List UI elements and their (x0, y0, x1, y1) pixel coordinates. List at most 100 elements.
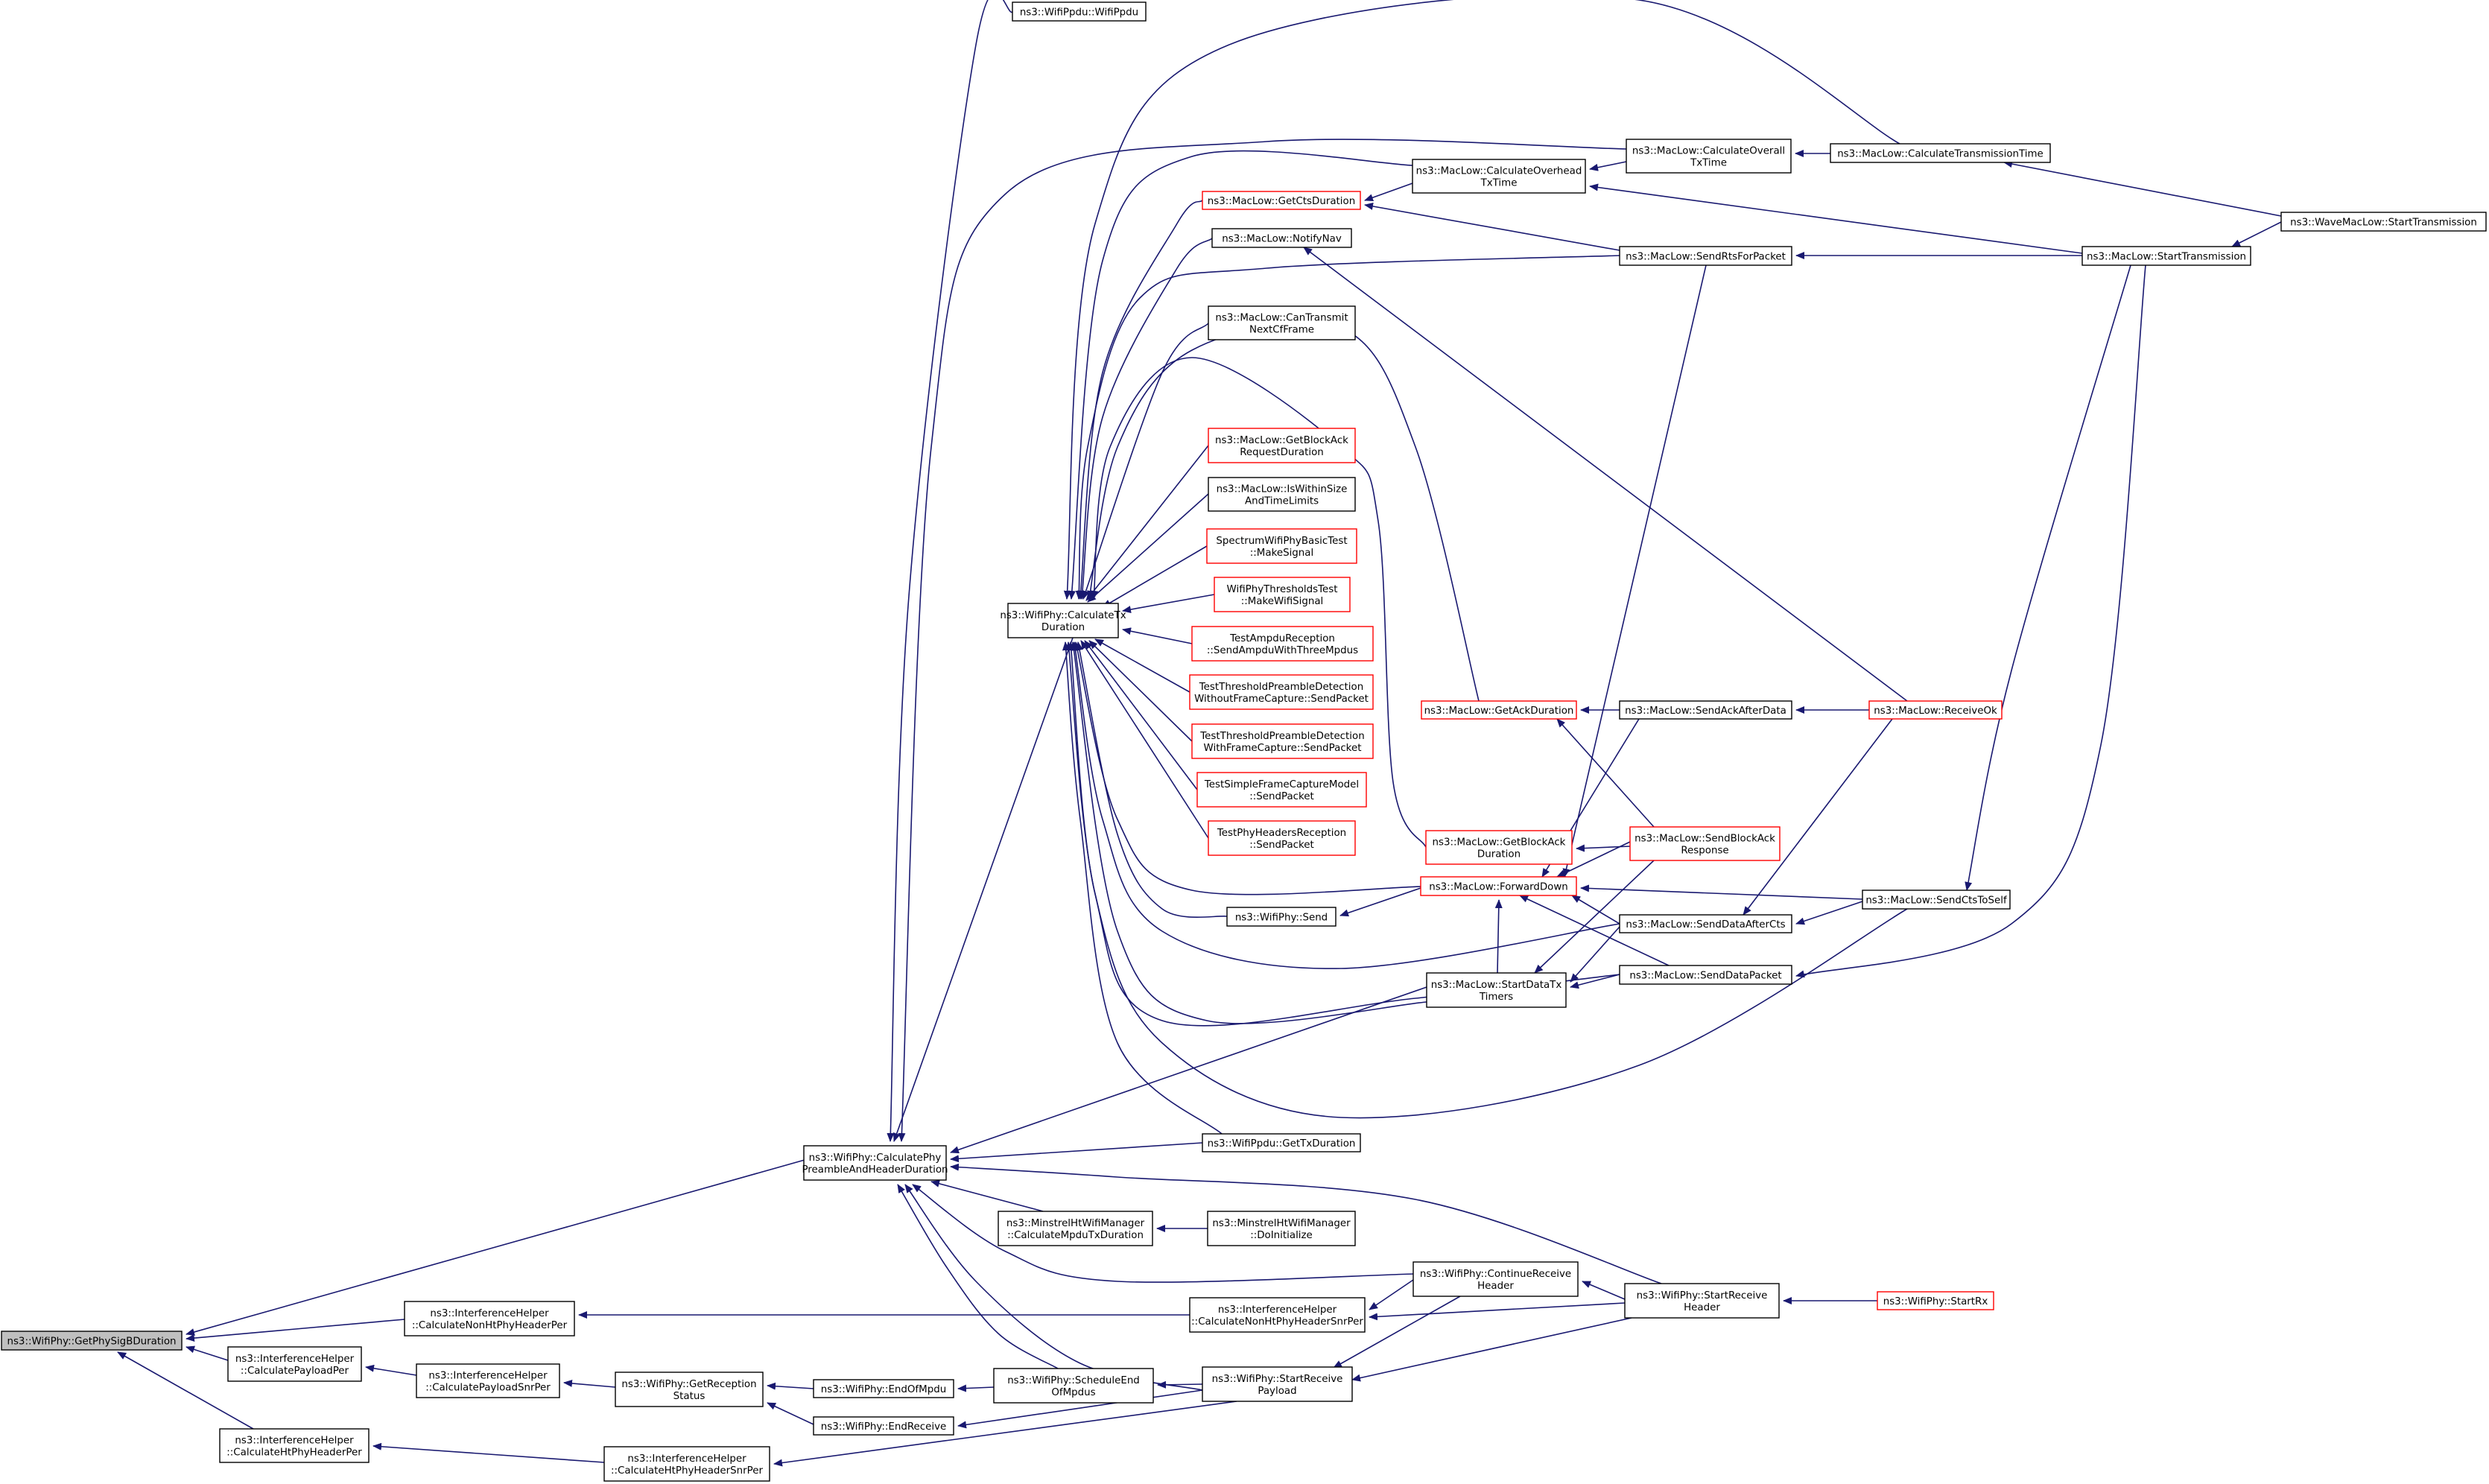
function-node[interactable]: ns3::InterferenceHelper::CalculateNonHtP… (1189, 1297, 1366, 1333)
node-label: ns3::WifiPhy::ScheduleEnd (1007, 1375, 1140, 1386)
call-edge (2003, 160, 2282, 217)
call-edge (1062, 641, 1223, 1135)
function-node[interactable]: ns3::WifiPpdu::GetTxDuration (1202, 1133, 1361, 1152)
function-node[interactable]: TestThresholdPreambleDetectionWithFrameC… (1191, 723, 1374, 759)
call-edge (1580, 884, 1863, 900)
node-box (1214, 577, 1351, 612)
function-node[interactable]: ns3::InterferenceHelper::CalculatePayloa… (416, 1363, 560, 1398)
function-node[interactable]: ns3::MacLow::NotifyNav (1211, 228, 1352, 248)
function-node[interactable]: ns3::MacLow::GetCtsDuration (1202, 191, 1361, 210)
root-function-node[interactable]: ns3::WifiPhy::GetPhySigBDuration (1, 1331, 183, 1351)
call-edge (1087, 493, 1209, 603)
function-node[interactable]: ns3::InterferenceHelper::CalculatePayloa… (227, 1346, 362, 1382)
node-label: ::MakeSignal (1250, 548, 1313, 559)
function-node[interactable]: ns3::MacLow::GetAckDuration (1421, 700, 1577, 720)
node-label: ::CalculateMpduTxDuration (1007, 1230, 1144, 1241)
node-label: ns3::MacLow::SendBlockAck (1635, 834, 1775, 845)
node-label: ns3::InterferenceHelper (430, 1308, 549, 1319)
function-node[interactable]: TestThresholdPreambleDetectionWithoutFra… (1189, 674, 1374, 710)
call-edge (1102, 545, 1208, 608)
function-node[interactable]: ns3::InterferenceHelper::CalculateHtPhyH… (219, 1428, 370, 1463)
call-edge (930, 1180, 1044, 1212)
node-label: ns3::MacLow::GetCtsDuration (1208, 196, 1355, 207)
function-node[interactable]: ns3::WifiPhy::CalculatePhyPreambleAndHea… (802, 1145, 948, 1181)
node-box (1202, 1366, 1353, 1402)
call-edge (186, 1319, 405, 1342)
node-label: TxTime (1480, 178, 1518, 189)
function-node[interactable]: ns3::MinstrelHtWifiManager::CalculateMpd… (998, 1211, 1153, 1246)
function-node[interactable]: ns3::WifiPhy::StartRx (1877, 1291, 1994, 1310)
node-label: ::MakeWifiSignal (1241, 596, 1324, 607)
node-box (1012, 1, 1147, 22)
node-box (1226, 907, 1337, 927)
function-node[interactable]: TestPhyHeadersReception::SendPacket (1208, 820, 1356, 856)
call-edge (1965, 264, 2131, 891)
call-edge (1576, 844, 1631, 852)
function-node[interactable]: ns3::MacLow::ReceiveOk (1868, 700, 2003, 720)
node-box (998, 1211, 1153, 1246)
function-node[interactable]: ns3::WifiPpdu::WifiPpdu (1012, 1, 1147, 22)
function-node[interactable]: ns3::MacLow::SendAckAfterData (1619, 700, 1792, 720)
function-node[interactable]: ns3::InterferenceHelper::CalculateNonHtP… (404, 1301, 575, 1336)
function-node[interactable]: TestAmpduReception::SendAmpduWithThreeMp… (1191, 626, 1374, 662)
call-edge (1571, 895, 1620, 925)
function-node[interactable]: ns3::MacLow::ForwardDown (1420, 876, 1577, 896)
function-node[interactable]: WifiPhyThresholdsTest::MakeWifiSignal (1214, 577, 1351, 612)
node-label: ns3::MacLow::CanTransmit (1215, 313, 1348, 324)
node-label: ns3::WifiPpdu::GetTxDuration (1208, 1138, 1356, 1150)
node-label: ns3::MacLow::CalculateOverhead (1416, 166, 1582, 177)
node-box (1624, 1283, 1780, 1319)
node-box (1629, 826, 1781, 861)
function-node[interactable]: ns3::WifiPhy::Send (1226, 907, 1337, 927)
function-node[interactable]: ns3::WaveMacLow::StartTransmission (2280, 212, 2487, 232)
function-node[interactable]: ns3::InterferenceHelper::CalculateHtPhyH… (603, 1446, 770, 1482)
call-edge (1075, 255, 1620, 600)
node-label: ns3::MacLow::StartTransmission (2087, 252, 2246, 263)
function-node[interactable]: SpectrumWifiPhyBasicTest::MakeSignal (1206, 528, 1357, 564)
call-edge (1080, 640, 1209, 839)
node-label: TestThresholdPreambleDetection (1199, 731, 1364, 742)
function-node[interactable]: ns3::WifiPhy::EndReceive (813, 1416, 954, 1436)
function-node[interactable]: ns3::MacLow::SendDataAfterCts (1619, 914, 1792, 933)
node-label: ns3::InterferenceHelper (235, 1436, 354, 1447)
function-node[interactable]: ns3::MacLow::StartTransmission (2081, 246, 2251, 266)
call-edge (1122, 594, 1215, 613)
call-edge (1088, 640, 1193, 742)
node-box (1208, 428, 1356, 463)
node-label: ns3::MacLow::CalculateTransmissionTime (1837, 149, 2043, 160)
call-edge (897, 1184, 1059, 1369)
function-node[interactable]: ns3::WifiPhy::EndOfMpdu (813, 1379, 954, 1398)
function-node[interactable]: ns3::MacLow::CalculateTransmissionTime (1830, 143, 2051, 163)
function-node[interactable]: ns3::MinstrelHtWifiManager::DoInitialize (1207, 1211, 1356, 1246)
node-label: RequestDuration (1240, 447, 1324, 458)
function-node[interactable]: ns3::MacLow::SendRtsForPacket (1619, 246, 1792, 266)
call-edge (1094, 638, 1190, 693)
node-label: TestThresholdPreambleDetection (1199, 682, 1363, 693)
node-label: ns3::MinstrelHtWifiManager (1006, 1218, 1145, 1229)
node-box (603, 1446, 770, 1482)
node-box (1877, 1291, 1994, 1310)
function-node[interactable]: TestSimpleFrameCaptureModel::SendPacket (1196, 772, 1367, 808)
function-node[interactable]: ns3::MacLow::SendCtsToSelf (1862, 890, 2011, 910)
node-label: ns3::MacLow::SendAckAfterData (1625, 705, 1786, 717)
node-box (1626, 139, 1792, 174)
node-label: ::CalculateHtPhyHeaderPer (226, 1447, 362, 1459)
function-node[interactable]: ns3::MacLow::SendDataPacket (1619, 965, 1792, 985)
node-label: TestPhyHeadersReception (1217, 828, 1346, 839)
node-box (1421, 700, 1577, 720)
